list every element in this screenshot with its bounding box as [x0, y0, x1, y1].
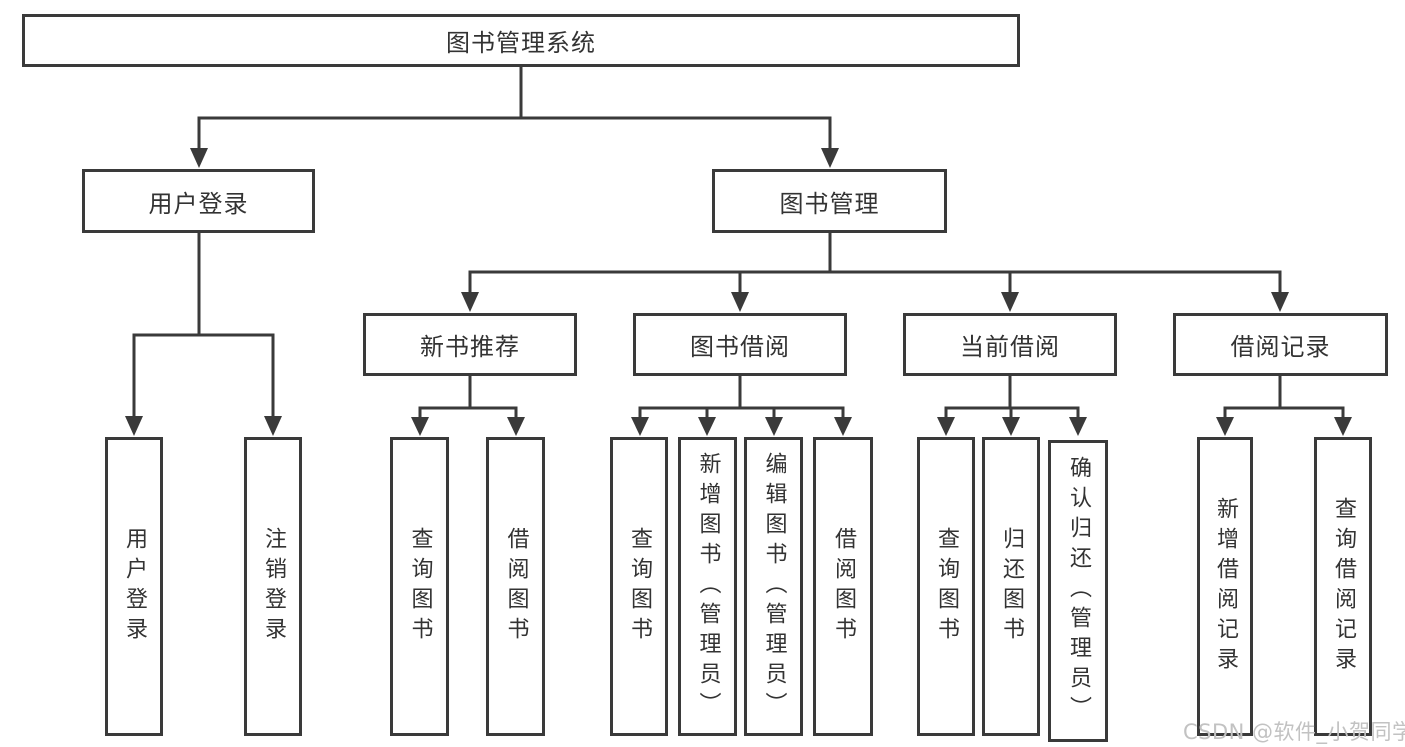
node-records-add-record-label: 新增借阅记录 — [1213, 496, 1238, 677]
node-current-confirm-return-admin-label: 确认归还（管理员） — [1066, 456, 1091, 726]
node-recommend-query-books-label: 查询图书 — [407, 526, 433, 647]
node-login-logout: 注销登录 — [244, 437, 302, 736]
arrowhead-icon — [1216, 417, 1234, 436]
arrowhead-icon — [1069, 417, 1087, 436]
watermark: CSDN @软件_小贺同学 — [1183, 720, 1405, 744]
edge-level3-to-leaves — [418, 375, 1345, 424]
node-borrowing-records: 借阅记录 — [1173, 313, 1388, 376]
arrowhead-icon — [731, 292, 749, 312]
node-borrowing-borrow-books-label: 借阅图书 — [831, 526, 856, 647]
node-borrowing-edit-books-admin-label: 编辑图书（管理员） — [761, 451, 787, 722]
node-current-query-books: 查询图书 — [917, 437, 975, 736]
node-root: 图书管理系统 — [22, 14, 1020, 67]
arrowhead-icon — [937, 417, 955, 436]
node-login-logout-label: 注销登录 — [261, 526, 286, 647]
node-new-book-recommend-label: 新书推荐 — [420, 333, 520, 361]
node-borrowing-edit-books-admin: 编辑图书（管理员） — [744, 437, 803, 736]
edge-root-to-level2 — [197, 66, 832, 152]
node-borrowing-query-books-label: 查询图书 — [627, 526, 652, 647]
node-book-borrowing-label: 图书借阅 — [690, 333, 790, 361]
node-records-add-record: 新增借阅记录 — [1197, 437, 1253, 736]
node-records-query-record: 查询借阅记录 — [1314, 437, 1372, 736]
node-borrowing-records-label: 借阅记录 — [1230, 333, 1331, 361]
node-records-query-record-label: 查询借阅记录 — [1331, 496, 1356, 677]
node-user-login-label: 用户登录 — [148, 189, 249, 218]
arrowhead-icon — [190, 148, 208, 168]
arrowhead-icon — [631, 417, 649, 436]
node-user-login: 用户登录 — [82, 169, 315, 233]
arrowhead-icon — [765, 417, 783, 436]
edge-bookmgmt-to-level3 — [468, 232, 1282, 297]
node-recommend-query-books: 查询图书 — [390, 437, 449, 736]
node-new-book-recommend: 新书推荐 — [363, 313, 577, 376]
node-borrowing-query-books: 查询图书 — [610, 437, 668, 736]
node-book-management-label: 图书管理 — [779, 189, 880, 218]
node-recommend-borrow-books: 借阅图书 — [486, 437, 545, 736]
node-current-confirm-return-admin: 确认归还（管理员） — [1048, 440, 1108, 742]
arrowheads — [125, 148, 1352, 436]
arrowhead-icon — [125, 416, 143, 436]
node-current-return-books: 归还图书 — [982, 437, 1040, 736]
arrowhead-icon — [821, 148, 839, 168]
arrowhead-icon — [1001, 292, 1019, 312]
node-borrowing-add-books-admin: 新增图书（管理员） — [678, 437, 737, 736]
node-book-borrowing: 图书借阅 — [633, 313, 847, 376]
arrowhead-icon — [1002, 417, 1020, 436]
node-login-user-login: 用户登录 — [105, 437, 163, 736]
node-current-borrowing: 当前借阅 — [903, 313, 1117, 376]
arrowhead-icon — [698, 417, 716, 436]
arrowhead-icon — [264, 416, 282, 436]
arrowhead-icon — [1334, 417, 1352, 436]
node-root-label: 图书管理系统 — [446, 29, 596, 57]
node-current-borrowing-label: 当前借阅 — [960, 333, 1060, 361]
node-current-return-books-label: 归还图书 — [999, 526, 1024, 647]
node-borrowing-add-books-admin-label: 新增图书（管理员） — [695, 451, 721, 722]
node-recommend-borrow-books-label: 借阅图书 — [503, 526, 529, 647]
arrowhead-icon — [461, 292, 479, 312]
arrowhead-icon — [411, 417, 429, 436]
arrowhead-icon — [1271, 292, 1289, 312]
node-borrowing-borrow-books: 借阅图书 — [813, 437, 873, 736]
node-login-user-login-label: 用户登录 — [122, 526, 147, 647]
arrowhead-icon — [834, 417, 852, 436]
edge-userlogin-to-leaves — [132, 232, 275, 420]
node-book-management: 图书管理 — [712, 169, 947, 233]
node-current-query-books-label: 查询图书 — [934, 526, 959, 647]
arrowhead-icon — [507, 417, 525, 436]
